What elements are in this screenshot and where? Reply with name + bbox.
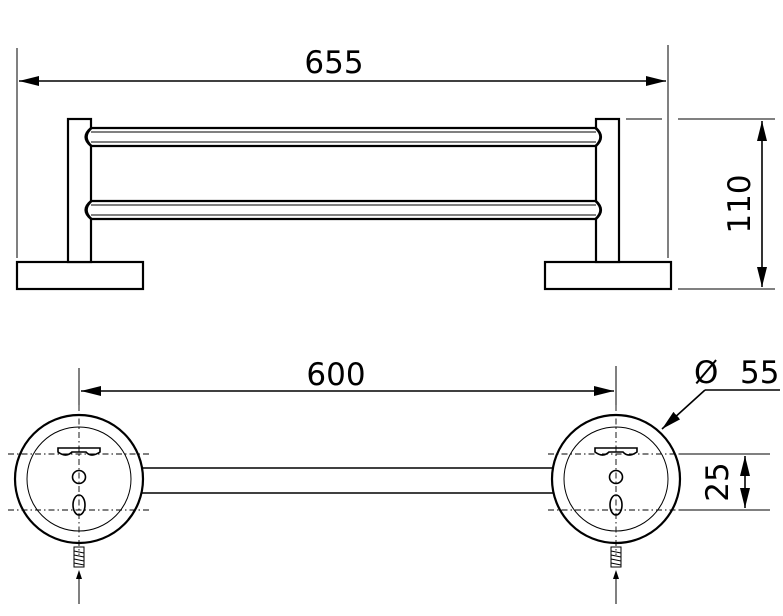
dimension-text-55: 55	[740, 355, 779, 391]
mounting-hole-icon	[72, 494, 86, 516]
screw-hole-icon	[608, 469, 624, 485]
bar-top-view	[140, 467, 555, 494]
flange-left	[8, 405, 150, 604]
dimension-25: 25	[680, 453, 770, 511]
base-plate-left	[15, 260, 145, 291]
rail-bottom	[84, 199, 603, 221]
front-view: 655 110	[15, 45, 775, 291]
rail-top	[84, 126, 603, 148]
flange-right	[548, 405, 688, 604]
mount-slot-icon	[57, 447, 101, 456]
dimension-text-25: 25	[700, 462, 736, 501]
post-left	[66, 117, 93, 264]
dimension-text-600: 600	[306, 357, 365, 393]
screw-hole-icon	[71, 469, 87, 485]
base-plate-right	[543, 260, 673, 291]
mounting-hole-icon	[609, 494, 623, 516]
dimension-text-110: 110	[722, 174, 758, 233]
post-right	[594, 117, 621, 264]
diameter-callout: Ø 55	[661, 355, 780, 430]
diameter-symbol: Ø	[694, 355, 718, 391]
mount-slot-icon	[594, 447, 638, 456]
dimension-text-655: 655	[304, 45, 363, 81]
top-view: 600	[8, 355, 780, 604]
